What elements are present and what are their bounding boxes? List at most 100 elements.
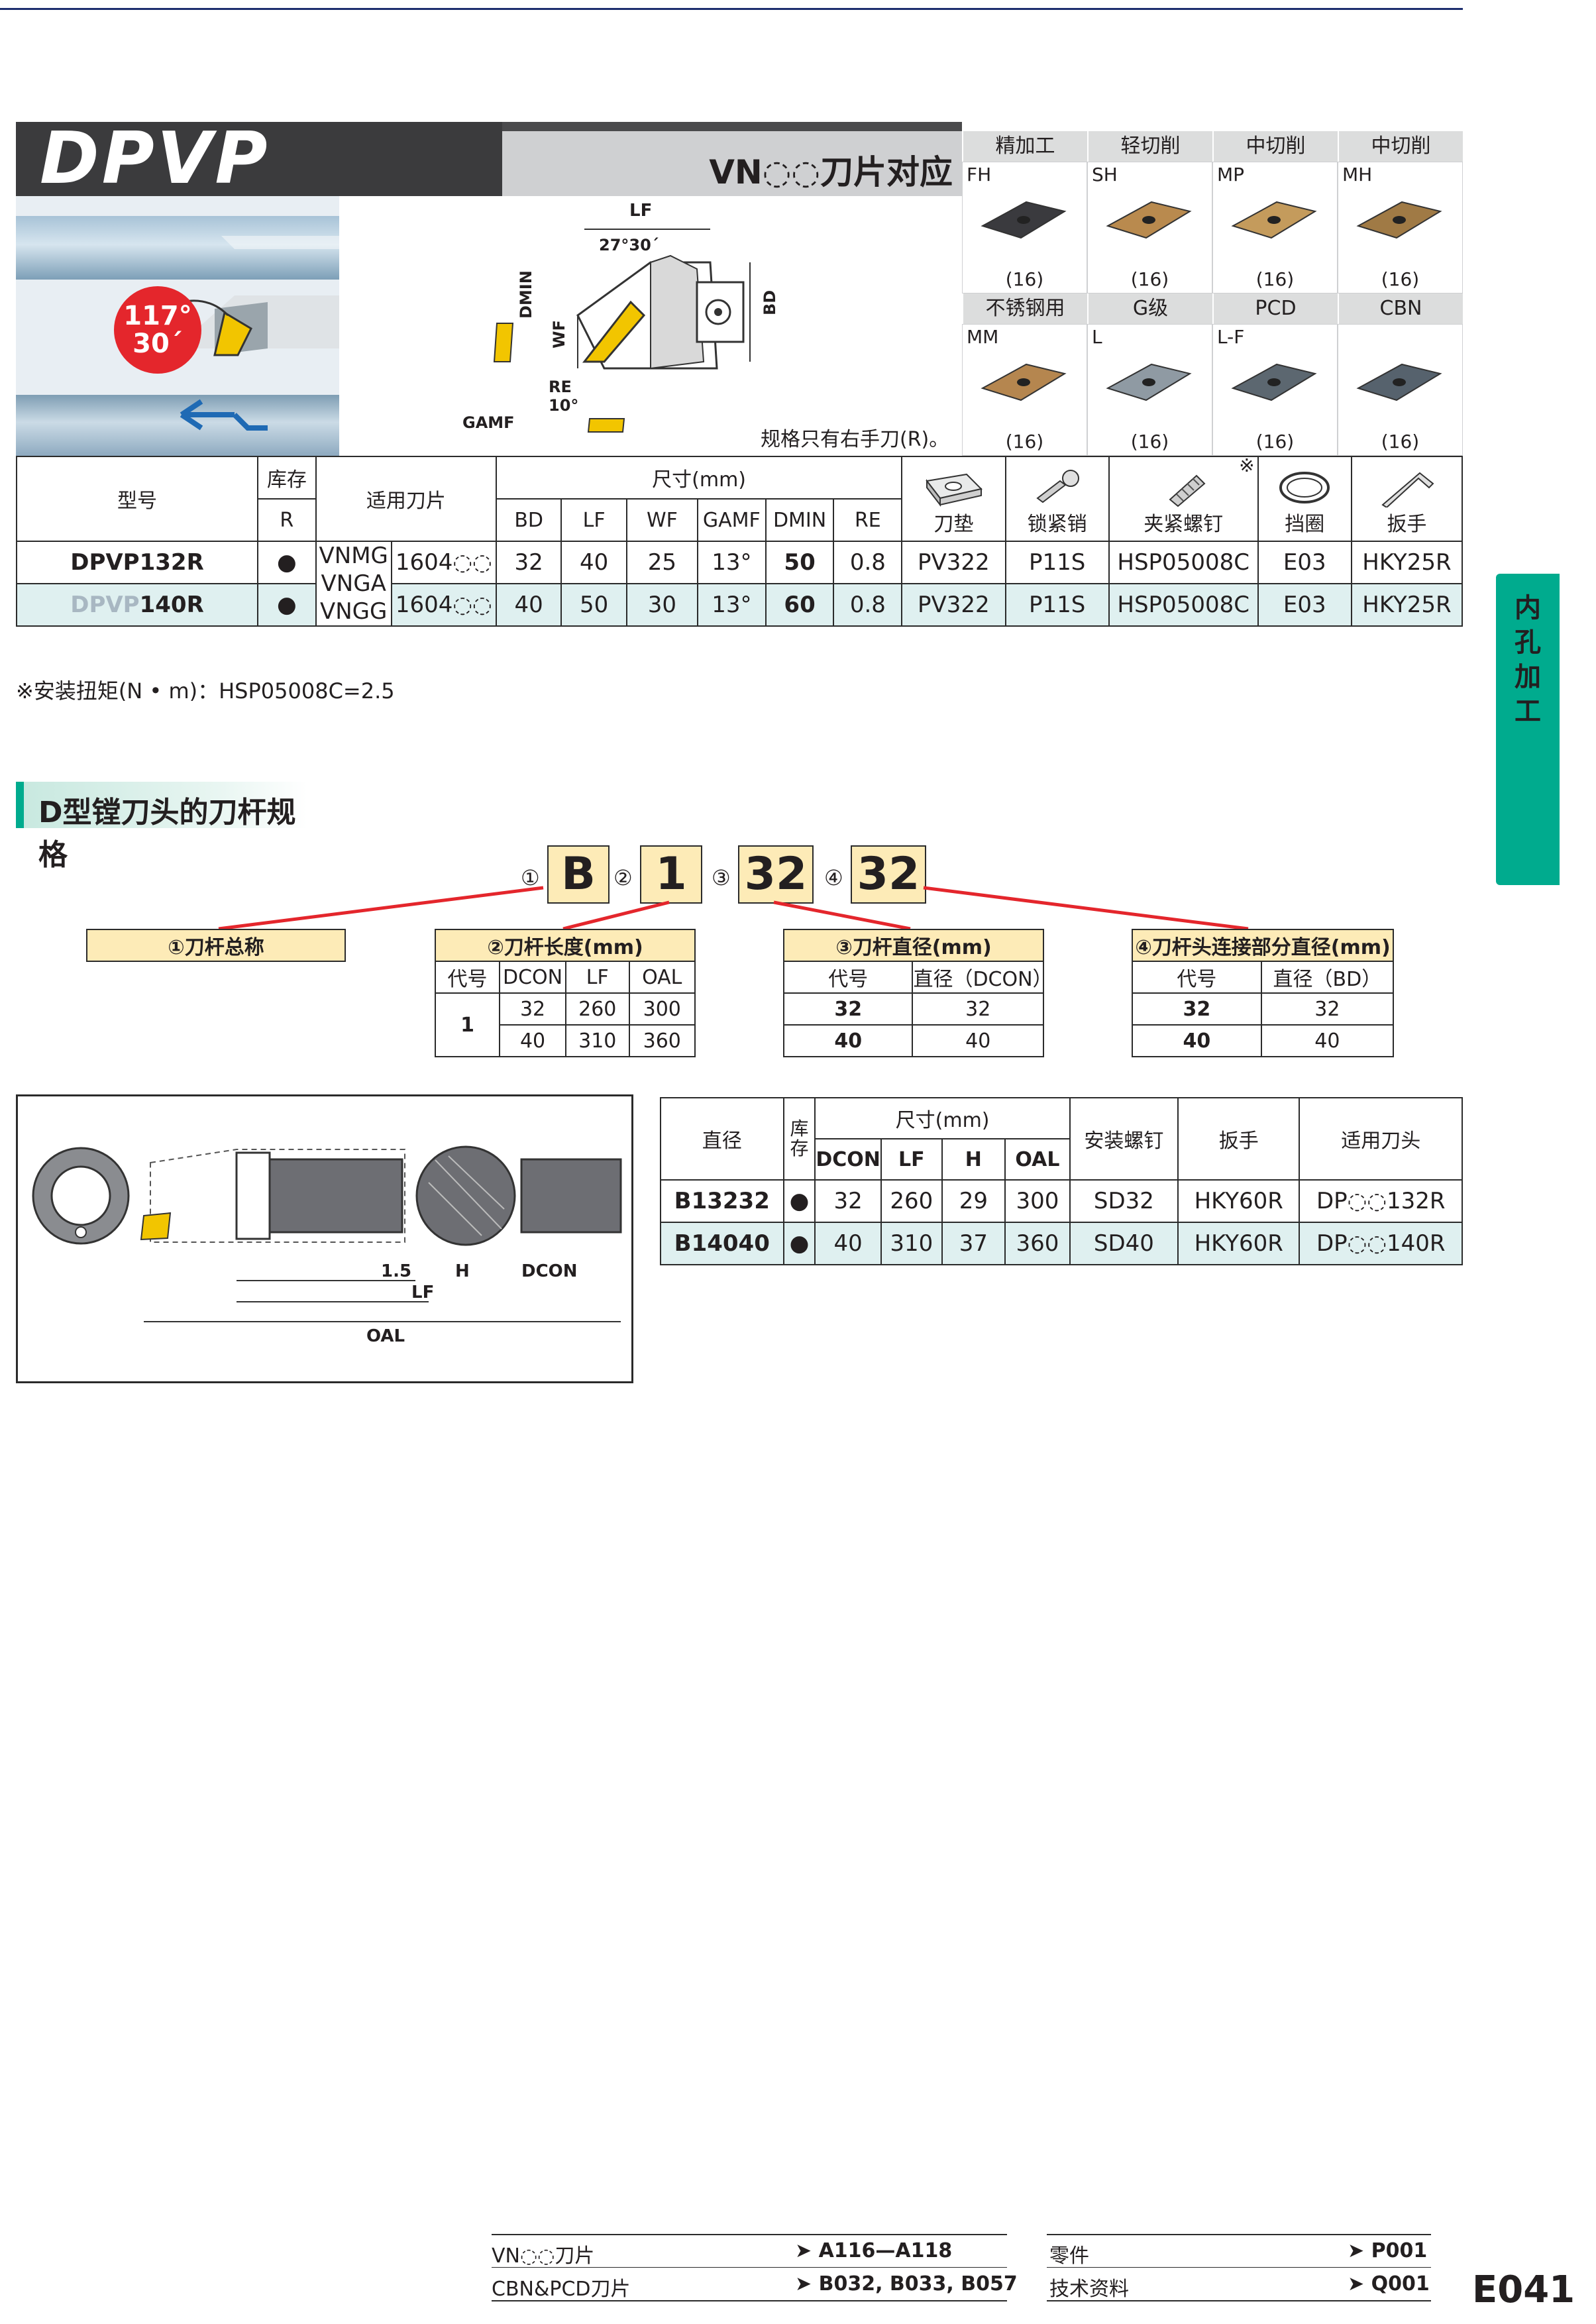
insert-chipbreaker-code: MM	[967, 326, 999, 348]
low-label-h: H	[455, 1261, 470, 1281]
t4-cell: 40	[1260, 1024, 1395, 1057]
insert-grade-heading: 精加工	[962, 131, 1087, 162]
bar-table: 直径 库存 尺寸(mm) 安装螺钉 扳手 适用刀头 DCON LF H OAL …	[660, 1097, 1463, 1265]
insert-card[interactable]: L-F(16)	[1212, 324, 1338, 456]
cell-screw: HSP05008C	[1108, 583, 1259, 627]
insert-grade-heading: CBN	[1338, 293, 1463, 324]
l-wrench: HKY60R	[1177, 1179, 1301, 1223]
t3-cell: 32	[782, 992, 914, 1026]
label-gamf: GAMF	[462, 413, 515, 432]
t2-cell: 300	[628, 992, 696, 1026]
section-heading: D型镗刀头的刀杆规格	[16, 782, 307, 872]
insert-card[interactable]: MP(16)	[1212, 162, 1338, 293]
h-dims: 尺寸(mm)	[495, 456, 903, 500]
screw-icon	[1169, 474, 1206, 507]
insert-card[interactable]: SH(16)	[1087, 162, 1212, 293]
insert-grade-heading: 中切削	[1338, 131, 1463, 162]
acc-ring-label: 挡圈	[1285, 513, 1325, 536]
lh-oal: OAL	[1004, 1138, 1071, 1181]
l-dcon: 40	[814, 1222, 882, 1265]
insert-card[interactable]: L(16)	[1087, 324, 1212, 456]
h-model: 型号	[16, 456, 258, 542]
product-logo: DPVP	[40, 117, 270, 200]
angle-min: 30´	[133, 329, 183, 359]
lh-h: H	[941, 1138, 1006, 1181]
lh-lf: LF	[880, 1138, 943, 1181]
insert-image-icon	[1356, 201, 1442, 239]
l-stock: ●	[782, 1222, 816, 1265]
insert-hole	[1142, 378, 1155, 386]
cell-lf: 50	[560, 583, 627, 627]
insert-hole	[1267, 378, 1281, 386]
ref-link[interactable]: ➤ P001	[1348, 2239, 1427, 2262]
insert-card[interactable]: MH(16)	[1338, 162, 1463, 293]
angle-deg: 117°	[123, 301, 192, 331]
lh-dims: 尺寸(mm)	[814, 1097, 1071, 1139]
acc-shim: 刀垫	[901, 456, 1006, 542]
bar-diagram-svg: 1.5 H DCON LF OAL	[32, 1145, 622, 1346]
cell-re: 0.8	[833, 541, 903, 584]
insert-chipbreaker-code: L-F	[1217, 326, 1245, 348]
ref-label: VN◌◌刀片	[492, 2245, 595, 2268]
cell-ring: E03	[1257, 583, 1352, 627]
section-title: D型镗刀头的刀杆规格	[38, 796, 296, 872]
acc-shim-label: 刀垫	[933, 513, 974, 536]
l-oal: 360	[1004, 1222, 1071, 1265]
page-number: E041	[1472, 2268, 1575, 2311]
label-dmin: DMIN	[517, 270, 535, 319]
spec-table-1: ①刀杆总称	[86, 929, 346, 962]
insert-edge-count: (16)	[1130, 431, 1169, 452]
ref-link[interactable]: ➤ Q001	[1348, 2272, 1430, 2296]
t4-h-code: 代号	[1132, 961, 1262, 994]
t2-caption: ②刀杆长度(mm)	[435, 929, 696, 962]
acc-screw: ※ 夹紧螺钉	[1108, 454, 1259, 542]
footer-rule-right-mid	[1047, 2267, 1431, 2268]
insert-card[interactable]: FH(16)	[962, 162, 1087, 293]
low-label-oal: OAL	[366, 1326, 405, 1346]
l-dia: B14040	[660, 1222, 784, 1265]
ref-link[interactable]: ➤ B032, B033, B057	[795, 2272, 1018, 2296]
acc-wrench: 扳手	[1350, 456, 1463, 542]
cell-pin: P11S	[1004, 583, 1110, 627]
h-dim-bd: BD	[495, 498, 562, 542]
t2-code: 1	[434, 992, 501, 1057]
insert-card[interactable]: (16)	[1338, 324, 1463, 456]
cell-wrench: HKY25R	[1350, 583, 1463, 627]
h-insert: 适用刀片	[315, 456, 497, 542]
insert-name: VNMG	[319, 543, 388, 569]
t2-cell: 360	[628, 1024, 696, 1057]
footer-rule-right-bottom	[1047, 2300, 1431, 2301]
arrow-right-icon: ➤	[795, 2272, 812, 2296]
torque-note: ※安装扭矩(N • m)：HSP05008C=2.5	[16, 678, 395, 704]
insert-chipbreaker-code: MP	[1217, 164, 1245, 185]
cell-gamf: 13°	[696, 583, 767, 627]
insert-grade-heading: PCD	[1212, 293, 1338, 324]
insert-grade-heading: G级	[1087, 293, 1212, 324]
insert-edge-count: (16)	[1130, 268, 1169, 290]
insert-hole	[1393, 378, 1406, 386]
t2-h-code: 代号	[434, 961, 501, 994]
ref-link[interactable]: ➤ A116—A118	[795, 2239, 952, 2262]
acc-screw-label: 夹紧螺钉	[1144, 513, 1224, 536]
cell-model: DPVP140R	[16, 583, 258, 627]
cell-stock: ●	[256, 583, 317, 627]
h-dim-wf: WF	[625, 498, 698, 542]
chapter-tab[interactable]: 内 孔 加 工	[1496, 574, 1560, 885]
t4-cell: 32	[1132, 992, 1262, 1026]
cell-ring: E03	[1257, 541, 1352, 584]
insert-name: VNGG	[319, 598, 388, 625]
tab-char: 工	[1515, 696, 1541, 727]
ref-page: B032, B033, B057	[818, 2272, 1018, 2296]
low-label-lf: LF	[411, 1283, 434, 1302]
dimension-diagram: LF 27°30´ DMIN WF BD RE 10° GAMF	[339, 196, 962, 456]
l-dcon: 32	[814, 1179, 882, 1223]
lock-pin-icon	[1036, 470, 1079, 503]
insert-card[interactable]: MM(16)	[962, 324, 1087, 456]
l-screw: SD40	[1069, 1222, 1179, 1265]
code-connector-lines	[218, 886, 1249, 931]
low-label-dcon: DCON	[521, 1261, 578, 1281]
model-suffix: 140R	[139, 592, 204, 618]
arrow-right-icon: ➤	[1348, 2239, 1365, 2262]
h-dim-dmin: DMIN	[765, 498, 835, 542]
top-rule	[0, 8, 1463, 10]
